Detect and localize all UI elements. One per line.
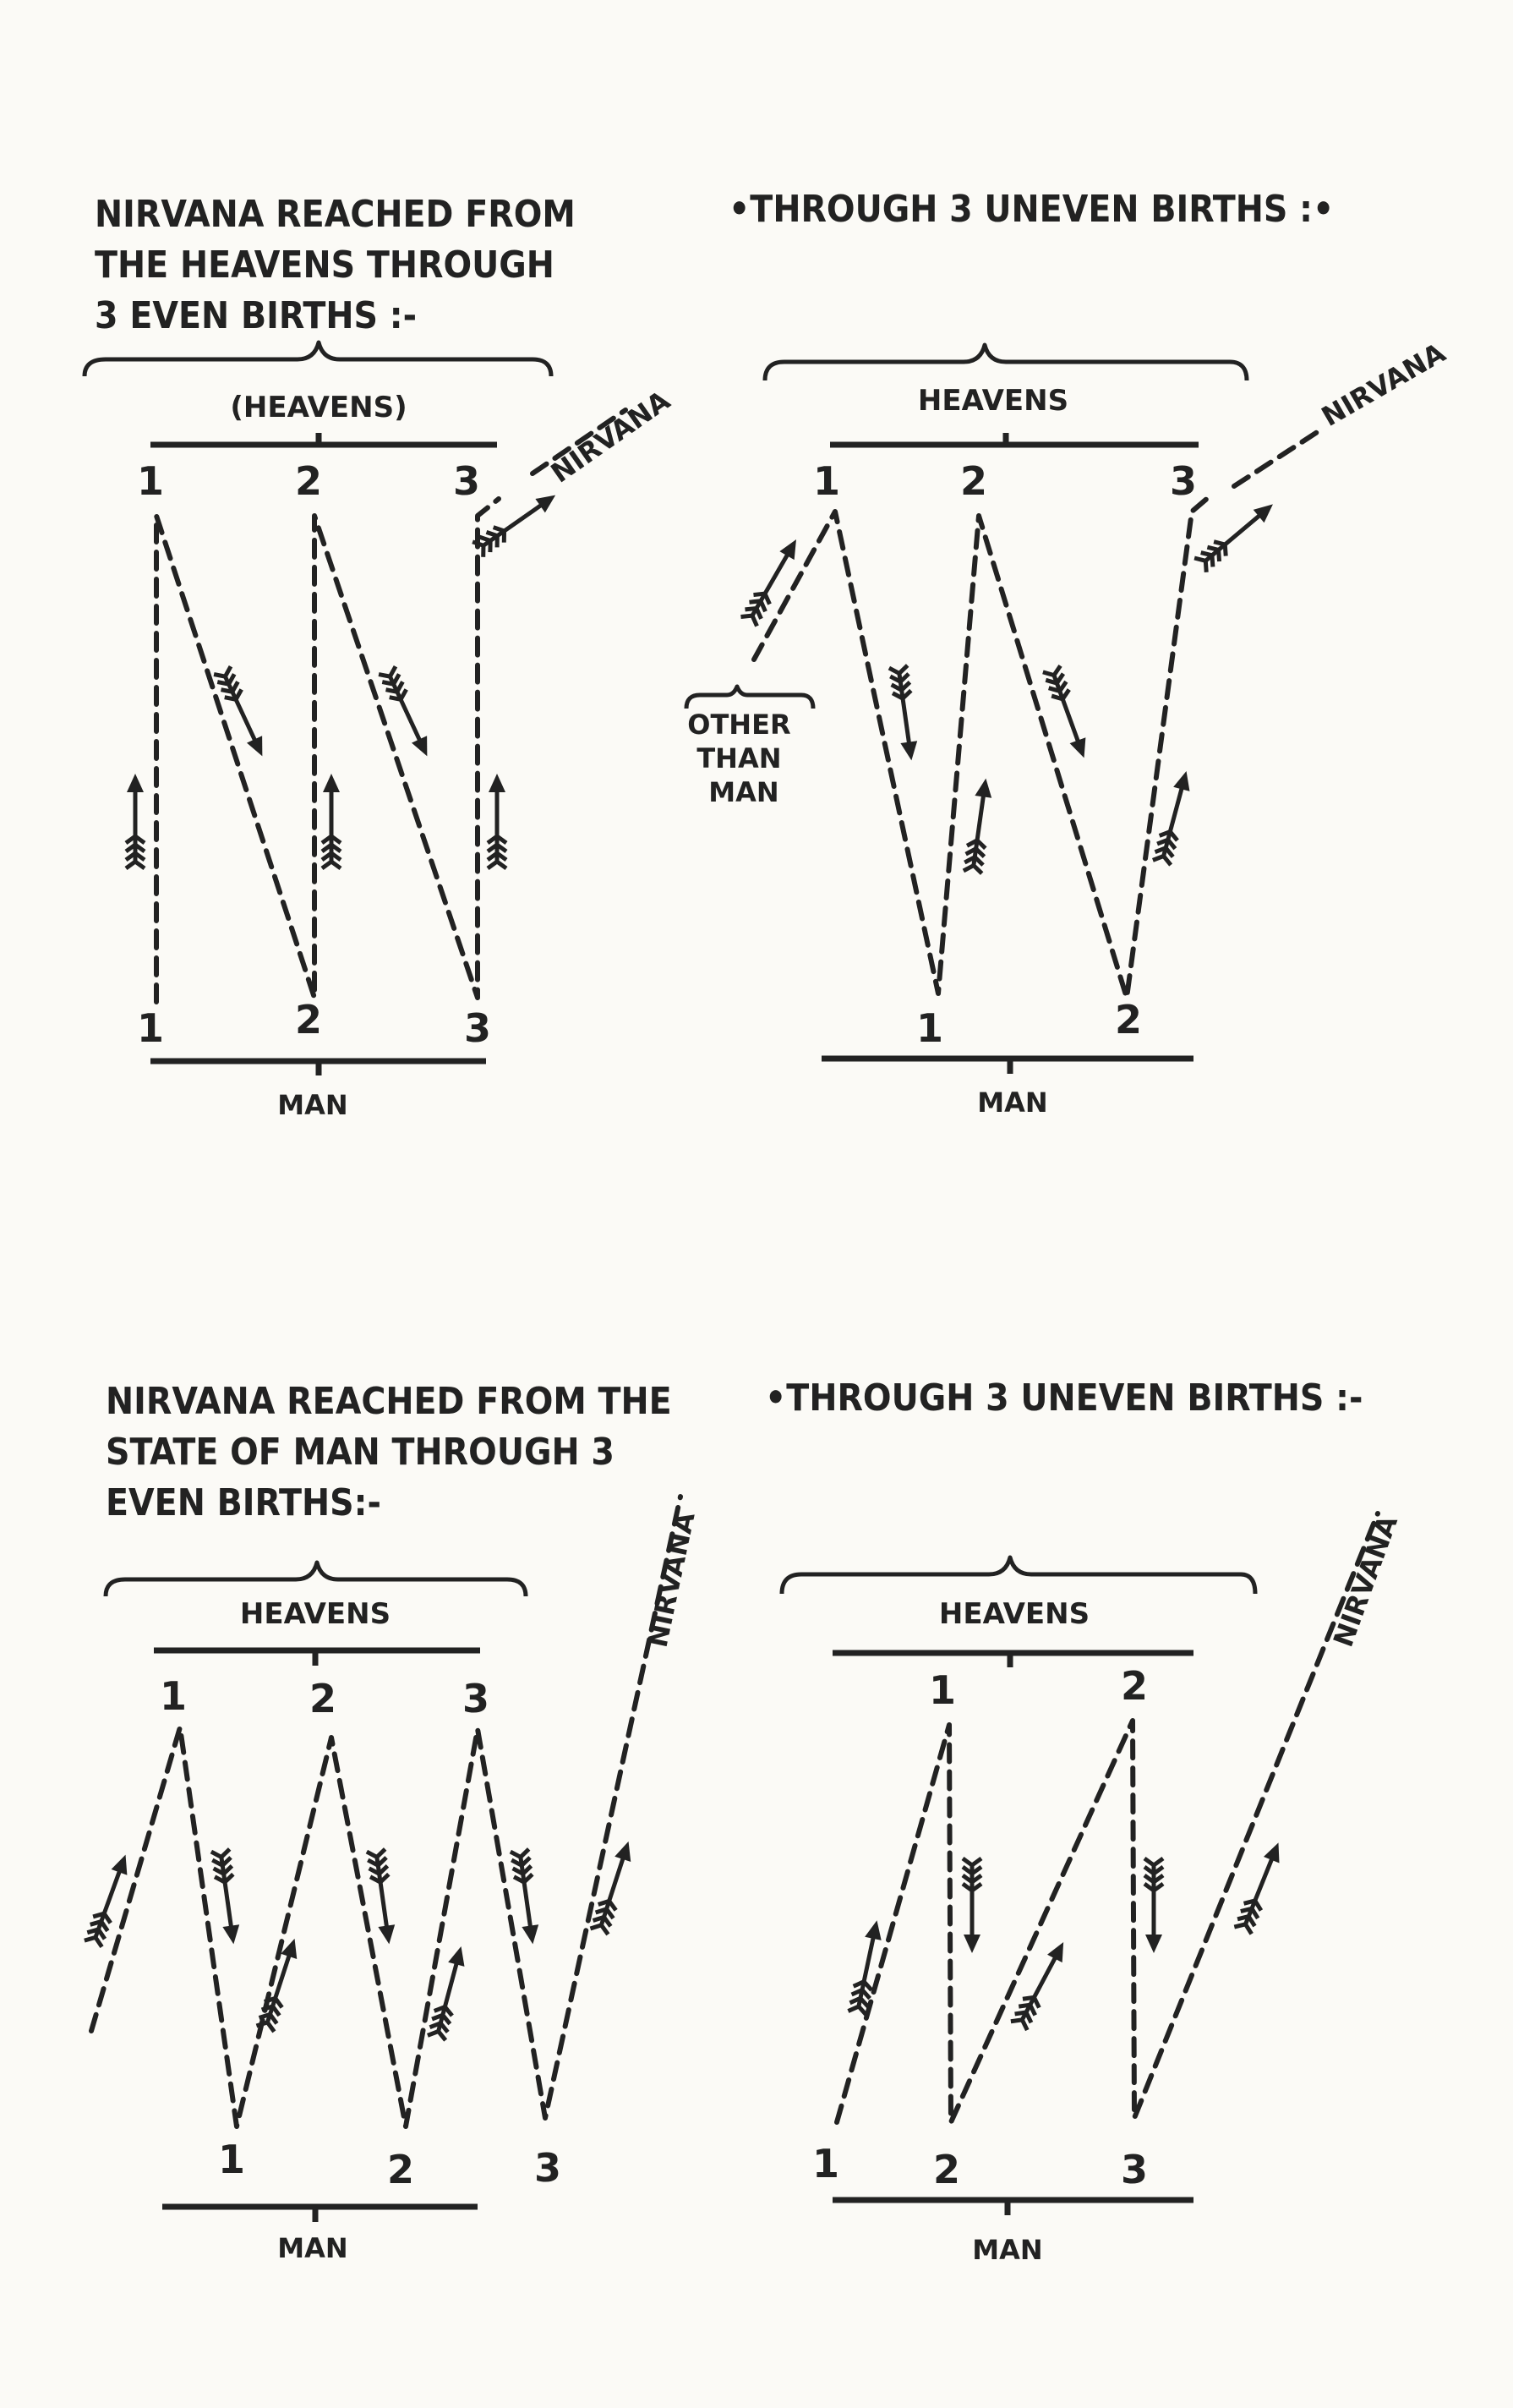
panel-1: NIRVANA REACHED FROM THE HEAVENS THROUGH… xyxy=(82,193,676,1121)
panel-2-man-label: MAN xyxy=(977,1086,1047,1119)
panel-4-top-numbers: 1 2 xyxy=(929,1663,1148,1713)
panel-1-top-numbers: 1 2 3 xyxy=(137,458,480,504)
panel-2-heavens-label: HEAVENS xyxy=(918,384,1068,418)
panel-1-nirvana-path xyxy=(530,408,628,476)
panel-2-path xyxy=(751,495,1211,1000)
panel-4-arrow-down-2 xyxy=(1144,1858,1163,1953)
panel-3-heavens-label: HEAVENS xyxy=(240,1597,391,1631)
panel-1-arrow-down-2 xyxy=(379,666,435,760)
panel-3-arrow-down-2 xyxy=(367,1849,398,1946)
panel-1-arrow-nirvana xyxy=(472,488,560,557)
panel-1-arrow-up-2 xyxy=(322,774,341,868)
panel-3-arrow-down-1 xyxy=(211,1849,243,1946)
panel-1-brace xyxy=(82,340,554,377)
panel-4: •THROUGH 3 UNEVEN BIRTHS :- HEAVENS 1 2 … xyxy=(765,1376,1404,2266)
panel-2-bottom-numbers: 1 2 xyxy=(916,997,1142,1051)
panel-1-nirvana-label: NIRVANA xyxy=(545,384,676,489)
panel-2-title: •THROUGH 3 UNEVEN BIRTHS :• xyxy=(729,188,1334,231)
panel-2-side-brace xyxy=(684,684,816,709)
panel-3-top-numbers: 1 2 3 xyxy=(160,1673,489,1721)
panel-2: •THROUGH 3 UNEVEN BIRTHS :• HEAVENS 1 2 … xyxy=(684,188,1451,1119)
panel-4-arrow-up-1 xyxy=(1011,1938,1072,2030)
panel-1-heavens-label: (HEAVENS) xyxy=(230,391,407,424)
panel-4-title: •THROUGH 3 UNEVEN BIRTHS :- xyxy=(765,1376,1363,1420)
panel-4-arrow-down-1 xyxy=(963,1858,981,1953)
panel-1-arrow-up-1 xyxy=(126,774,145,868)
panel-3-bottom-numbers: 1 2 3 xyxy=(218,2137,561,2192)
panel-3-brace xyxy=(103,1560,528,1597)
panel-4-man-label: MAN xyxy=(972,2234,1042,2266)
panel-4-brace xyxy=(779,1555,1258,1595)
panel-1-arrow-up-3 xyxy=(488,774,506,868)
panel-2-arrow-down-1 xyxy=(889,665,920,762)
panel-2-side-label: OTHER THAN MAN xyxy=(687,709,800,808)
panel-4-path xyxy=(834,1511,1380,2125)
panel-2-arrow-up-1 xyxy=(964,777,995,873)
panel-3-nirvana-label: NIRVANA xyxy=(642,1509,702,1650)
panel-4-heavens-label: HEAVENS xyxy=(939,1597,1090,1631)
panel-2-nirvana-label: NIRVANA xyxy=(1316,337,1451,433)
panel-2-arrow-nirvana xyxy=(1194,497,1279,572)
panel-2-top-numbers: 1 2 3 xyxy=(813,458,1197,504)
panel-3-arrow-up-0 xyxy=(85,1852,134,1947)
panel-1-title: NIRVANA REACHED FROM THE HEAVENS THROUGH… xyxy=(95,193,587,337)
panel-4-nirvana-label: NIRVANA xyxy=(1327,1511,1404,1651)
panel-3-path xyxy=(89,1494,683,2129)
panel-4-bottom-numbers: 1 2 3 xyxy=(812,2141,1148,2192)
panel-1-bottom-numbers: 1 2 3 xyxy=(137,997,491,1051)
panel-3: NIRVANA REACHED FROM THE STATE OF MAN TH… xyxy=(85,1380,702,2264)
panel-2-arrow-up-2 xyxy=(1153,769,1195,865)
panel-2-nirvana-path xyxy=(1232,429,1321,489)
panel-1-man-label: MAN xyxy=(277,1089,347,1121)
panel-3-title: NIRVANA REACHED FROM THE STATE OF MAN TH… xyxy=(106,1380,684,1524)
panel-2-brace xyxy=(762,342,1249,381)
panel-3-man-label: MAN xyxy=(277,2232,347,2264)
panel-1-path xyxy=(154,496,501,1004)
